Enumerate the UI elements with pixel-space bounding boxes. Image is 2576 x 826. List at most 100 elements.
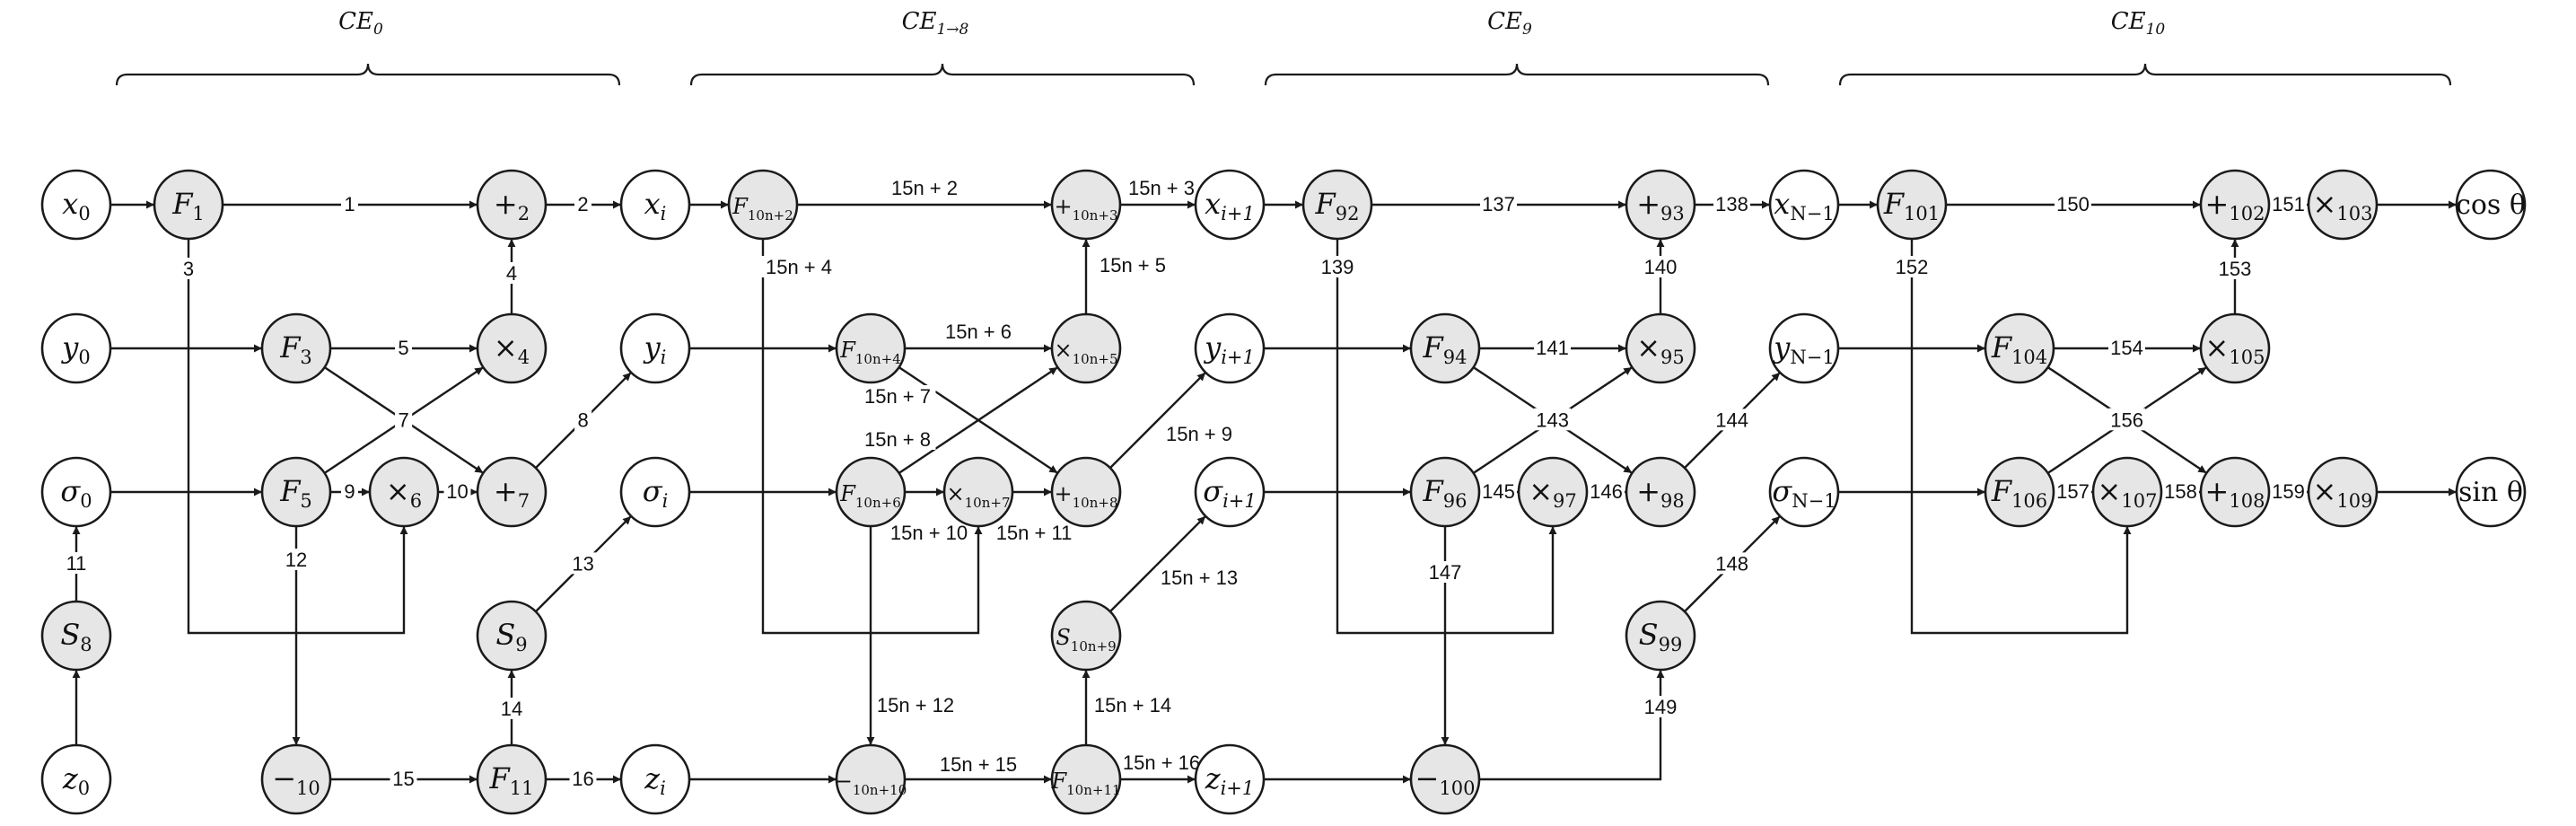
edge-label-bg-40 (1480, 193, 1517, 215)
node-circle-p2 (476, 169, 548, 241)
edge-label-F5-to-m10: 12 (285, 549, 307, 571)
edge-label-bg-44 (1534, 337, 1571, 358)
edge-label-bg-48 (1534, 409, 1572, 431)
node-circle-S10n9 (1050, 600, 1122, 672)
node-circle-x103 (2307, 169, 2379, 241)
edge-label-bg-32 (1161, 423, 1238, 444)
node-label-x97: ×97 (1529, 474, 1577, 512)
edge-label-p93-to-xN1: 138 (1715, 193, 1748, 215)
edge-label-bg-66 (2108, 409, 2146, 431)
node-m10n10: −10n+10 (835, 743, 907, 815)
node-label-F1: F1 (171, 187, 205, 224)
edge-label-bg-42 (1319, 256, 1356, 277)
edge-label-bg-62 (2108, 337, 2145, 358)
node-label-si: σi (643, 474, 669, 512)
node-circle-F94 (1409, 312, 1481, 384)
edge-label-F10n6-to-x10n7: 15n + 10 (890, 522, 968, 544)
node-label-F106: F106 (1991, 474, 2047, 512)
edge-label-bg-55 (1713, 552, 1751, 575)
node-cos: cos θ (2455, 169, 2527, 241)
edge-S10n9-to-si1 (1109, 515, 1206, 612)
node-circle-xi1 (1194, 169, 1266, 241)
node-circle-F10n6 (835, 456, 907, 528)
node-circle-x97 (1517, 456, 1589, 528)
node-circle-si (619, 456, 691, 528)
edge-label-p98-to-yN1: 144 (1715, 409, 1748, 431)
edge-label-F3-to-x4: 5 (398, 337, 408, 359)
node-label-F10n4: F10n+4 (839, 338, 901, 367)
node-label-xi1: xi+1 (1205, 187, 1255, 224)
node-circle-F10n4 (835, 312, 907, 384)
edge-label-bg-7 (503, 262, 521, 284)
node-circle-p93 (1625, 169, 1696, 241)
edge-label-bg-19 (569, 768, 597, 789)
node-circle-y0 (40, 312, 112, 384)
node-circle-zi (619, 743, 691, 815)
edge-label-F101-to-p102: 150 (2056, 193, 2090, 215)
node-label-xi: xi (644, 187, 667, 224)
edge-label-x10n7-to-p10n8: 15n + 11 (996, 522, 1073, 544)
node-F101: F101 (1876, 169, 1948, 241)
node-F11: F11 (476, 743, 548, 815)
node-F10n11: F10n+11 (1050, 743, 1122, 815)
edge-label-bg-11 (443, 480, 471, 502)
group-label-ce0: CE0 (338, 8, 383, 39)
edge-label-F11-to-zi: 16 (572, 768, 593, 790)
node-label-yN1: yN−1 (1772, 330, 1834, 368)
edge-label-bg-15 (283, 549, 310, 570)
node-circle-p10n8 (1050, 456, 1122, 528)
edge-label-bg-35 (935, 753, 1021, 775)
edge-label-bg-12 (574, 409, 592, 431)
edge-label-bg-38 (1118, 751, 1205, 773)
edge-label-x95-to-p93: 140 (1644, 256, 1678, 278)
edge-label-F11-to-S9: 14 (501, 698, 522, 720)
edge-label-x105-to-p102: 153 (2219, 258, 2252, 280)
node-x105: ×105 (2199, 312, 2271, 384)
node-label-S10n9: S10n+9 (1056, 625, 1116, 655)
node-S99: S99 (1625, 600, 1696, 672)
node-circle-m10 (260, 743, 332, 815)
node-circle-F104 (1984, 312, 2055, 384)
brace-ce10 (1838, 63, 2452, 86)
edge-label-S99-to-sN1: 148 (1715, 552, 1748, 575)
brace-ce0 (115, 63, 621, 86)
edge-label-F10n2-to-x10n7: 15n + 4 (766, 256, 832, 278)
edge-label-bg-41 (1713, 193, 1750, 215)
node-circle-x10n7 (942, 456, 1014, 528)
node-circle-sN1 (1768, 456, 1840, 528)
node-circle-x10n5 (1050, 312, 1122, 384)
edge-label-bg-1 (341, 193, 358, 215)
edge-label-F10n11-to-S10n9: 15n + 14 (1094, 694, 1171, 716)
edge-label-x107-to-p108: 158 (2164, 480, 2197, 503)
node-yi1: yi+1 (1194, 312, 1266, 384)
node-xN1: xN−1 (1768, 169, 1840, 241)
edge-label-bg-31 (991, 522, 1077, 543)
node-circle-p108 (2199, 456, 2271, 528)
edge-label-bg-67 (2055, 480, 2091, 502)
node-circle-F96 (1409, 456, 1481, 528)
node-F94: F94 (1409, 312, 1481, 384)
edge-label-bg-10 (341, 480, 358, 502)
node-circle-yi (619, 312, 691, 384)
edge-label-bg-59 (1893, 256, 1931, 277)
node-circle-x0 (40, 169, 112, 241)
edge-label-F10n2-to-p10n3: 15n + 2 (891, 177, 958, 199)
edge-label-F10n4-to-p10n8: 15n + 7 (864, 385, 931, 408)
edge-label-F10n4-to-x10n5: 15n + 6 (945, 321, 1012, 343)
edge-label-bg-51 (1713, 409, 1751, 431)
node-circle-x107 (2091, 456, 2163, 528)
edge-label-bg-13 (63, 552, 90, 574)
node-label-x105: ×105 (2205, 330, 2265, 368)
node-S10n9: S10n+9 (1050, 600, 1122, 672)
node-p108: +108 (2199, 456, 2271, 528)
group-label-ce10: CE10 (2111, 8, 2166, 39)
node-x10n7: ×10n+7 (942, 456, 1014, 528)
node-circle-p98 (1625, 456, 1696, 528)
edge-label-p10n3-to-xi1: 15n + 3 (1128, 177, 1195, 199)
edge-m100-to-S99 (1479, 670, 1665, 781)
edge-label-bg-36 (1090, 694, 1176, 716)
edge-label-F10n6-to-x10n5: 15n + 8 (864, 428, 931, 451)
edge-label-m100-to-S99: 149 (1644, 696, 1678, 718)
